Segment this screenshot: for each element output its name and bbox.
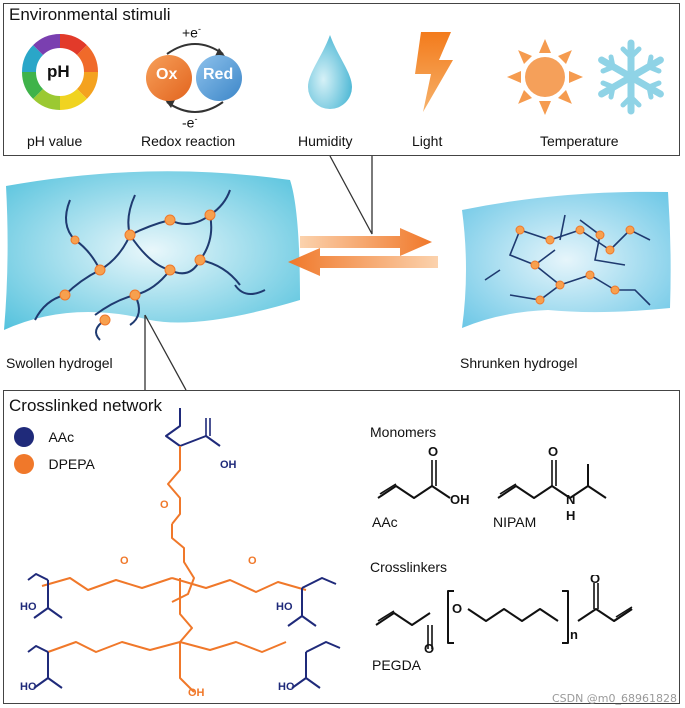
pegda-structure: O O O n	[375, 575, 633, 655]
sun-icon	[507, 39, 583, 115]
temperature-label: Temperature	[540, 133, 619, 149]
dpepa-dot	[14, 454, 34, 474]
plus-electron: +e-	[182, 24, 201, 41]
aac-legend-label: AAc	[48, 429, 75, 445]
minus-electron: -e-	[182, 114, 198, 131]
pegda-n: n	[570, 627, 578, 642]
ph-label: pH value	[27, 133, 83, 149]
red-text: Red	[203, 66, 234, 83]
water-drop-icon	[308, 35, 352, 109]
redox-label: Redox reaction	[141, 133, 236, 149]
ester-o-left: O	[120, 555, 129, 567]
hydrogel-transition-graphic	[4, 155, 671, 390]
ph-wheel-icon	[21, 33, 99, 111]
top-oh: OH	[220, 459, 237, 471]
monomer-nipam-label: NIPAM	[493, 514, 537, 530]
monomer-aac-label: AAc	[372, 514, 398, 530]
pegda-o-right: O	[590, 575, 600, 586]
lower-right-ho: HO	[278, 681, 295, 693]
nipam-h: H	[566, 508, 575, 523]
watermark: CSDN @m0_68961828	[551, 692, 677, 705]
snowflake-icon	[598, 39, 664, 115]
light-label: Light	[412, 133, 443, 149]
ph-icon-text: pH	[47, 62, 70, 81]
dpepa-legend-label: DPEPA	[48, 456, 95, 472]
legend-dpepa: DPEPA	[14, 454, 95, 474]
lightning-icon	[415, 32, 453, 112]
crosslinked-structure: OH HO HO HO HO OH O O O	[20, 408, 341, 699]
stimuli-title: Environmental stimuli	[9, 5, 171, 24]
lower-left-ho: HO	[20, 681, 37, 693]
ester-o-top: O	[160, 499, 169, 511]
pegda-o-carbonyl: O	[424, 641, 434, 655]
monomers-title: Monomers	[370, 424, 437, 440]
aac-dot	[14, 427, 34, 447]
network-panel	[3, 390, 680, 704]
shrunken-hydrogel-label: Shrunken hydrogel	[460, 355, 578, 371]
ox-text: Ox	[156, 66, 178, 83]
ester-o-right: O	[248, 555, 257, 567]
upper-right-ho: HO	[276, 601, 293, 613]
nipam-n: N	[566, 492, 575, 507]
pegda-label: PEGDA	[372, 657, 422, 673]
swollen-hydrogel-label: Swollen hydrogel	[6, 355, 113, 371]
nipam-o: O	[548, 444, 558, 459]
crosslinkers-title: Crosslinkers	[370, 559, 448, 575]
humidity-label: Humidity	[298, 133, 353, 149]
aac-o: O	[428, 444, 438, 459]
network-title: Crosslinked network	[9, 396, 163, 415]
monomer-structures: O OH O N H	[377, 444, 607, 523]
core-oh: OH	[188, 687, 205, 699]
aac-oh: OH	[450, 492, 470, 507]
pegda-o-ester: O	[452, 601, 462, 616]
legend-aac: AAc	[14, 427, 74, 447]
redox-cycle-icon	[146, 43, 242, 113]
upper-left-ho: HO	[20, 601, 37, 613]
